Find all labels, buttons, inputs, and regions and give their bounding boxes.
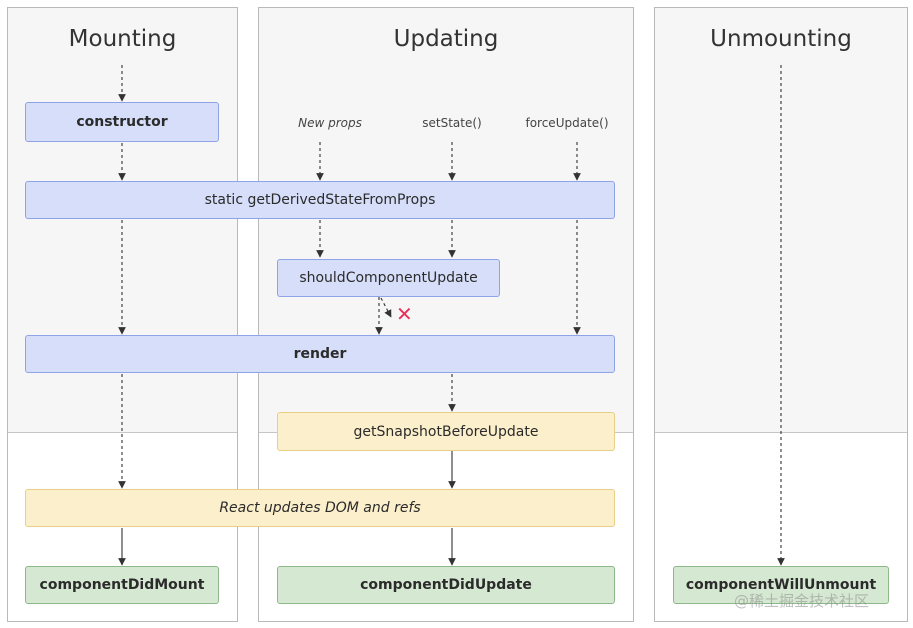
- should-component-update-box: shouldComponentUpdate: [277, 259, 500, 297]
- mounting-title: Mounting: [68, 26, 177, 52]
- unmounting-title: Unmounting: [710, 26, 852, 52]
- component-did-update-box: componentDidUpdate: [277, 566, 615, 604]
- get-snapshot-box: getSnapshotBeforeUpdate: [277, 412, 615, 451]
- unmounting-column: Unmounting: [654, 7, 908, 622]
- cancel-x-icon: ✕: [396, 302, 413, 326]
- component-will-unmount-box: componentWillUnmount: [673, 566, 889, 604]
- render-box: render: [25, 335, 615, 373]
- watermark: @稀土掘金技术社区: [734, 592, 870, 610]
- get-derived-state-box: static getDerivedStateFromProps: [25, 181, 615, 219]
- updating-title: Updating: [393, 26, 499, 52]
- mounting-column: Mounting: [7, 7, 238, 622]
- react-updates-dom-box: React updates DOM and refs: [25, 489, 615, 527]
- trigger-set-state: setState(): [422, 116, 482, 130]
- trigger-force-update: forceUpdate(): [525, 116, 609, 130]
- component-did-mount-box: componentDidMount: [25, 566, 219, 604]
- phase-divider: [8, 432, 237, 433]
- constructor-box: constructor: [25, 102, 219, 142]
- phase-divider: [655, 432, 907, 433]
- trigger-new-props: New props: [298, 116, 362, 130]
- updating-column: Updating: [258, 7, 634, 622]
